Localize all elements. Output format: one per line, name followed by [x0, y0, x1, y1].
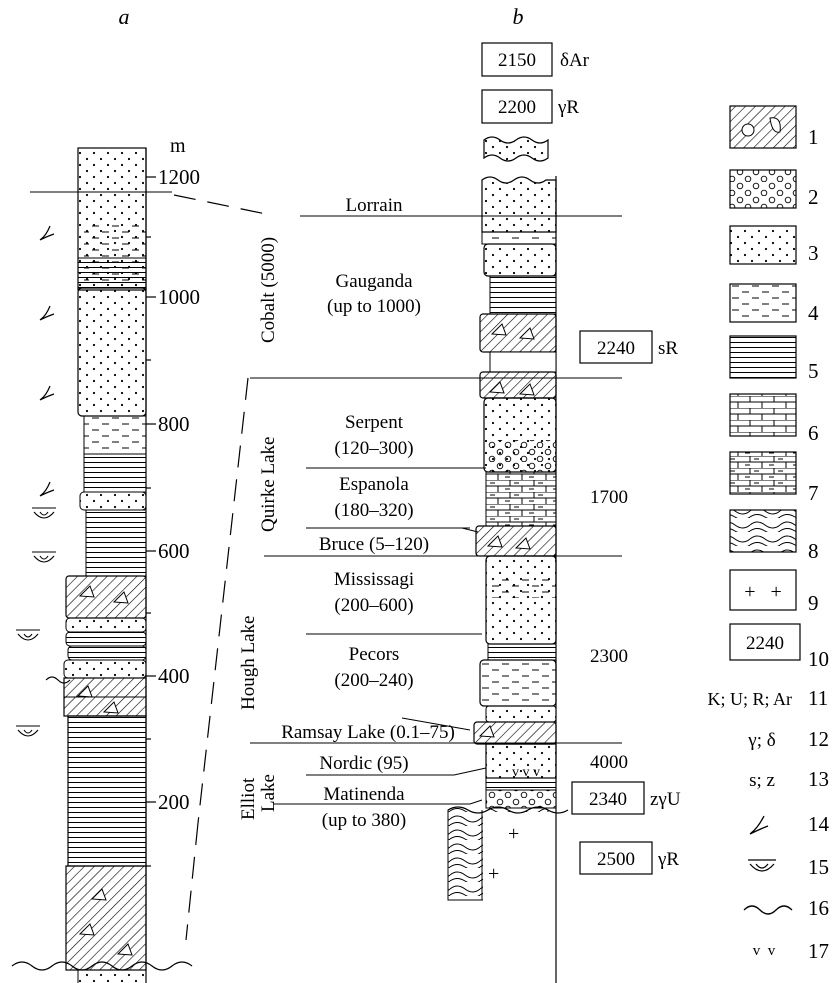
scale-tick-600: 600 — [158, 539, 190, 563]
panel-label-a: a — [119, 4, 130, 29]
legend-swatch-1 — [729, 105, 797, 149]
legend-swatch-8 — [729, 509, 797, 553]
legend-number-14: 14 — [808, 812, 830, 836]
panel-label-b: b — [513, 4, 524, 29]
legend-number-4: 4 — [808, 301, 819, 325]
legend-number-2: 2 — [808, 185, 819, 209]
date-2340: 2340 — [589, 789, 627, 810]
plant-remains-icon — [39, 225, 55, 497]
date-box-2200 — [481, 89, 553, 124]
legend-number-11: 11 — [808, 686, 828, 710]
formation-pecors-name: Pecors — [349, 644, 400, 665]
legend-text-12: γ; δ — [747, 730, 775, 751]
formation-gauganda-name: Gauganda — [335, 271, 413, 292]
legend-text-11: K; U; R; Ar — [707, 689, 792, 709]
date-2500: 2500 — [597, 849, 635, 870]
formation-bruce: Bruce (5–120) — [319, 534, 429, 555]
scale-tick-400: 400 — [158, 664, 190, 688]
scale-tick-800: 800 — [158, 412, 190, 436]
legend-swatch-4 — [729, 283, 797, 323]
scale-unit: m — [170, 135, 186, 157]
date-box-2150 — [481, 42, 553, 77]
legend-text-9: + + — [744, 581, 782, 603]
formation-pecors-thickness: (200–240) — [334, 670, 413, 691]
legend-number-1: 1 — [808, 125, 819, 149]
legend-number-10: 10 — [808, 647, 829, 671]
legend-number-8: 8 — [808, 539, 819, 563]
legend-unconformity-icon — [743, 905, 793, 915]
formation-espanola-thickness: (180–320) — [334, 500, 413, 521]
group-hough: Hough Lake — [238, 616, 259, 710]
legend-swatch-2 — [729, 169, 797, 209]
legend-plant-icon — [749, 815, 769, 835]
legend-text-17: v v — [753, 943, 776, 959]
legend-swatch-7 — [729, 451, 797, 495]
legend-number-13: 13 — [808, 767, 829, 791]
legend-number-16: 16 — [808, 896, 829, 920]
scale-tick-1200: 1200 — [158, 165, 200, 189]
formation-mississagi-thickness: (200–600) — [334, 595, 413, 616]
date-2200-label: γR — [557, 97, 579, 118]
boundary-age-4000: 4000 — [590, 752, 628, 773]
volcanic-symbol: v v v — [512, 765, 540, 780]
legend-number-17: 17 — [808, 939, 829, 963]
date-2500-label: γR — [657, 849, 679, 870]
legend-number-12: 12 — [808, 727, 829, 751]
legend-number-3: 3 — [808, 241, 819, 265]
formation-labels: Lorrain Gauganda (up to 1000) Serpent (1… — [281, 195, 455, 831]
legend-text-13: s; z — [749, 770, 775, 791]
unconformity-symbol — [11, 961, 193, 971]
date-2200: 2200 — [498, 97, 536, 118]
group-elliot-1: Elliot — [238, 777, 259, 820]
formation-serpent-thickness: (120–300) — [334, 438, 413, 459]
formation-lorrain: Lorrain — [346, 195, 403, 216]
legend-number-5: 5 — [808, 359, 819, 383]
formation-serpent-name: Serpent — [345, 412, 404, 433]
boundary-age-2300: 2300 — [590, 646, 628, 667]
date-2240-label: sR — [658, 338, 678, 359]
formation-ramsay: Ramsay Lake (0.1–75) — [281, 722, 455, 743]
stromatolite-icon — [16, 507, 56, 737]
date-2150: 2150 — [498, 50, 536, 71]
formation-mississagi-name: Mississagi — [334, 569, 414, 590]
svg-text:+: + — [488, 863, 499, 885]
legend-swatch-10 — [729, 623, 801, 661]
legend-number-9: 9 — [808, 591, 819, 615]
date-box-2500 — [579, 841, 653, 875]
svg-text:+: + — [508, 823, 519, 845]
depth-scale: m 1200 1000 800 600 400 200 — [146, 135, 200, 867]
column-a: a — [11, 4, 200, 983]
formation-matinenda-name: Matinenda — [323, 784, 405, 805]
formation-espanola-name: Espanola — [339, 474, 409, 495]
legend-swatch-6 — [729, 393, 797, 437]
formation-matinenda-thickness: (up to 380) — [322, 810, 406, 831]
group-cobalt: Cobalt (5000) — [258, 237, 279, 343]
unconformity-symbol — [45, 676, 71, 684]
correlation-lines — [173, 194, 267, 941]
legend-swatch-3 — [729, 225, 797, 265]
group-quirke: Quirke Lake — [258, 437, 279, 532]
formation-gauganda-thickness: (up to 1000) — [327, 296, 421, 317]
date-2240: 2240 — [597, 338, 635, 359]
legend-swatch-5 — [729, 335, 797, 379]
group-labels: Cobalt (5000) Quirke Lake Hough Lake Ell… — [238, 237, 279, 820]
formation-nordic: Nordic (95) — [319, 753, 408, 774]
date-box-2340 — [571, 781, 645, 815]
legend-number-6: 6 — [808, 421, 819, 445]
legend-swatch-9 — [729, 569, 797, 611]
column-b: b 2150 δAr 2200 γR — [250, 4, 681, 983]
legend-stromatolite-icon — [748, 859, 776, 872]
boundary-age-1700: 1700 — [590, 487, 628, 508]
group-elliot-2: Lake — [258, 774, 279, 812]
legend-number-7: 7 — [808, 481, 819, 505]
date-2340-label: zγU — [650, 789, 681, 810]
date-2150-label: δAr — [560, 50, 590, 71]
date-box-2240 — [579, 330, 653, 364]
legend-sample-2240: 2240 — [746, 633, 784, 654]
scale-tick-200: 200 — [158, 790, 190, 814]
scale-tick-1000: 1000 — [158, 285, 200, 309]
legend: 1 2 3 4 5 6 7 8 + + 9 2240 10 K; U; R; A… — [707, 105, 830, 963]
legend-number-15: 15 — [808, 855, 829, 879]
